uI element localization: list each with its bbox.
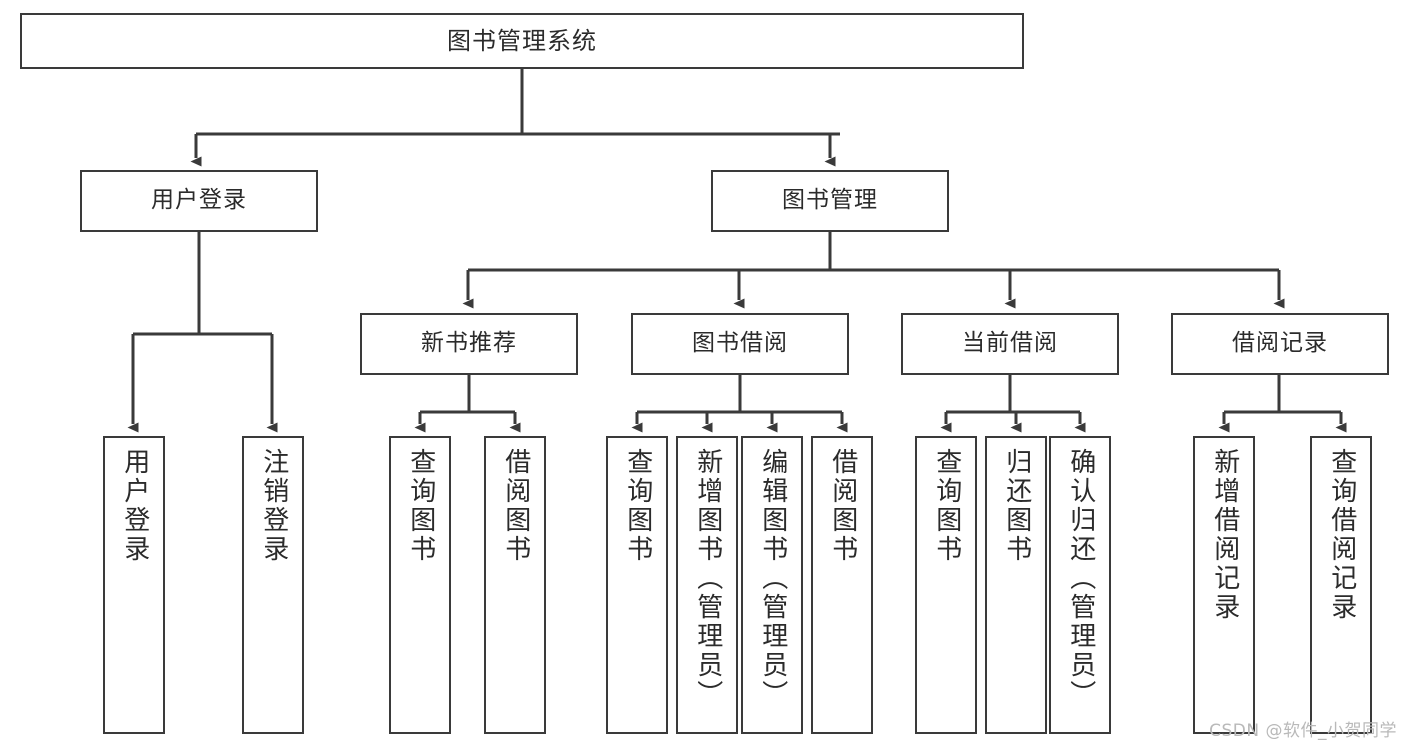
leaf-confirm-return[interactable]: 确认归还（管理员） bbox=[1049, 436, 1111, 734]
node-current-borrow[interactable]: 当前借阅 bbox=[901, 313, 1119, 375]
node-new-book-rec[interactable]: 新书推荐 bbox=[360, 313, 578, 375]
node-book-manage[interactable]: 图书管理 bbox=[711, 170, 949, 232]
node-current-borrow-label: 当前借阅 bbox=[962, 330, 1058, 357]
leaf-borrow-book-1-label: 借阅图书 bbox=[500, 448, 531, 564]
leaf-edit-book-label: 编辑图书（管理员） bbox=[757, 448, 788, 709]
node-borrow-record-label: 借阅记录 bbox=[1232, 330, 1328, 357]
leaf-query-book-1-label: 查询图书 bbox=[405, 448, 436, 564]
leaf-return-book[interactable]: 归还图书 bbox=[985, 436, 1047, 734]
watermark: CSDN @软件_小贺同学 bbox=[1209, 721, 1397, 741]
node-book-borrow-label: 图书借阅 bbox=[692, 330, 788, 357]
leaf-query-book-2[interactable]: 查询图书 bbox=[606, 436, 668, 734]
leaf-query-record-label: 查询借阅记录 bbox=[1326, 448, 1357, 622]
leaf-confirm-return-label: 确认归还（管理员） bbox=[1065, 448, 1096, 709]
leaf-query-book-3[interactable]: 查询图书 bbox=[915, 436, 977, 734]
leaf-query-record[interactable]: 查询借阅记录 bbox=[1310, 436, 1372, 734]
leaf-borrow-book-2[interactable]: 借阅图书 bbox=[811, 436, 873, 734]
leaf-user-login-label: 用户登录 bbox=[119, 448, 150, 564]
leaf-query-book-2-label: 查询图书 bbox=[622, 448, 653, 564]
leaf-add-book[interactable]: 新增图书（管理员） bbox=[676, 436, 738, 734]
node-book-borrow[interactable]: 图书借阅 bbox=[631, 313, 849, 375]
leaf-user-login[interactable]: 用户登录 bbox=[103, 436, 165, 734]
node-new-book-rec-label: 新书推荐 bbox=[421, 330, 517, 357]
node-root[interactable]: 图书管理系统 bbox=[20, 13, 1024, 69]
leaf-return-book-label: 归还图书 bbox=[1001, 448, 1032, 564]
leaf-logout-login[interactable]: 注销登录 bbox=[242, 436, 304, 734]
leaf-logout-login-label: 注销登录 bbox=[258, 448, 289, 564]
leaf-borrow-book-1[interactable]: 借阅图书 bbox=[484, 436, 546, 734]
leaf-query-book-3-label: 查询图书 bbox=[931, 448, 962, 564]
leaf-add-book-label: 新增图书（管理员） bbox=[692, 448, 723, 709]
leaf-add-record[interactable]: 新增借阅记录 bbox=[1193, 436, 1255, 734]
node-borrow-record[interactable]: 借阅记录 bbox=[1171, 313, 1389, 375]
leaf-add-record-label: 新增借阅记录 bbox=[1209, 448, 1240, 622]
leaf-borrow-book-2-label: 借阅图书 bbox=[827, 448, 858, 564]
node-root-label: 图书管理系统 bbox=[447, 26, 597, 55]
node-user-login[interactable]: 用户登录 bbox=[80, 170, 318, 232]
leaf-query-book-1[interactable]: 查询图书 bbox=[389, 436, 451, 734]
leaf-edit-book[interactable]: 编辑图书（管理员） bbox=[741, 436, 803, 734]
node-user-login-label: 用户登录 bbox=[151, 187, 247, 214]
node-book-manage-label: 图书管理 bbox=[782, 187, 878, 214]
